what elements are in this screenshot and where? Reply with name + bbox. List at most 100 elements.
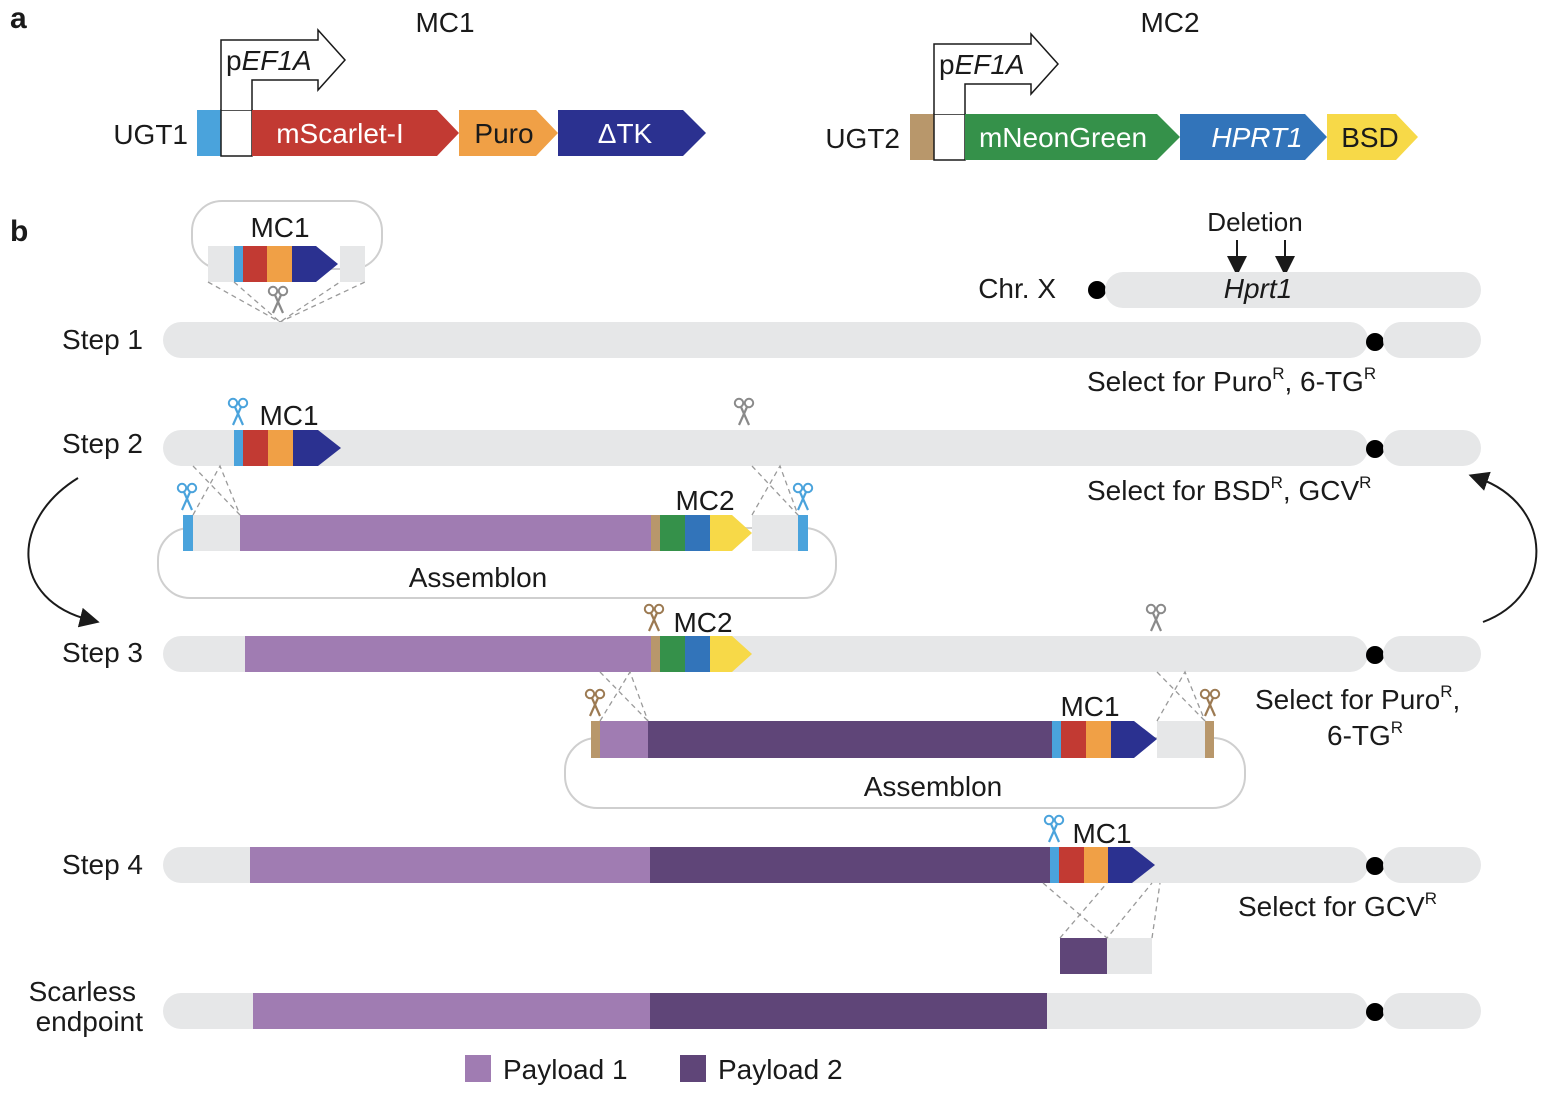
mc1-donor-plasmid: MC1 (191, 200, 383, 323)
assemblon2-right-homology (1157, 721, 1205, 758)
hprt1-gene-label: HPRT1 (1211, 122, 1302, 153)
endpoint-chromosome-short (1383, 993, 1481, 1029)
endpoint-payload1 (253, 993, 650, 1029)
step2-ugt1 (234, 430, 243, 466)
ugt1-block (197, 110, 221, 156)
step4-mc1-label: MC1 (1072, 818, 1131, 849)
step4-crossover-c (1151, 882, 1161, 939)
chromosome-x-diagram: Deletion Chr. X Hprt1 (978, 207, 1481, 308)
panel-b-label: b (10, 215, 28, 248)
assemblon2-right-scissors-icon (1199, 688, 1221, 718)
step1-centromere (1366, 333, 1384, 351)
mc1-promoter-arrow (220, 28, 347, 110)
bsd-gene (1327, 114, 1418, 160)
step3-centromere (1366, 646, 1384, 664)
endpoint-label-line2: endpoint (36, 1006, 144, 1037)
chrx-arm (1105, 272, 1481, 308)
step4-blue-scissors-icon (1043, 814, 1065, 844)
step4-crossover-b (1059, 882, 1108, 939)
step2-chromosome-arm (163, 430, 1368, 466)
step3-ugt2 (651, 636, 660, 672)
repair-template-payload2 (1060, 938, 1107, 974)
cycle-arrow-left (27, 477, 100, 628)
step2-selection: Select for BSDR, GCVR (1087, 473, 1371, 506)
assemblon-2: MC1 Assemblon (564, 670, 1246, 809)
assemblon2-left-scissors-icon (584, 688, 606, 718)
legend: Payload 1 Payload 2 (465, 1054, 843, 1085)
step4-puro (1084, 847, 1108, 883)
assemblon2-puro (1086, 721, 1111, 758)
assemblon1-left-homology (193, 515, 240, 551)
step1-label: Step 1 (62, 324, 143, 355)
assemblon1-ugt1-left (183, 515, 193, 551)
step4-payload1 (250, 847, 650, 883)
step2-mc1-label: MC1 (259, 400, 318, 431)
step2-label: Step 2 (62, 428, 143, 459)
step2-tk (293, 430, 341, 466)
assemblon1-right-homology (752, 515, 798, 551)
step3-crossover-right (1156, 670, 1206, 722)
assemblon1-ugt2 (651, 515, 660, 551)
puro-gene (459, 110, 558, 156)
step4-mscarlet (1059, 847, 1084, 883)
assemblon1-bsd (710, 515, 752, 551)
mc1-ugt1 (234, 246, 243, 282)
assemblon2-payload1-overlap (600, 721, 648, 758)
puro-label: Puro (474, 118, 533, 149)
chrx-label: Chr. X (978, 273, 1056, 304)
legend-payload2-label: Payload 2 (718, 1054, 843, 1085)
assemblon1-hprt1 (685, 515, 710, 551)
hprt1-gene (1180, 114, 1327, 160)
mc2-promoter-block (933, 113, 966, 161)
mc2-construct: MC2 UGT2 pEF1A mNeonGreen HPRT1 BSD (825, 7, 1418, 161)
step2-crossover-left-b (192, 465, 241, 516)
endpoint-payload2 (650, 993, 1047, 1029)
step3-payload1 (245, 636, 651, 672)
mc1-puro (267, 246, 292, 282)
assemblon1-label: Assemblon (409, 562, 548, 593)
assemblon2-mc1-label: MC1 (1060, 691, 1119, 722)
assemblon2-tk (1111, 721, 1157, 758)
legend-payload1-label: Payload 1 (503, 1054, 628, 1085)
cycle-arrow-right (1468, 471, 1538, 623)
step3-crossover-left (599, 670, 649, 722)
mc1-promoter-block (220, 109, 253, 157)
step3-mc2-label: MC2 (673, 607, 732, 638)
step3-brown-scissors-icon (643, 603, 665, 633)
step2-grey-scissors-icon (733, 397, 755, 427)
step3-crossover-left-b (599, 671, 649, 722)
assemblon1-left-scissors-icon (176, 482, 198, 512)
hprt1-locus-label: Hprt1 (1224, 273, 1292, 304)
step4-centromere (1366, 857, 1384, 875)
step4-selection: Select for GCVR (1238, 889, 1437, 922)
ugt2-block (910, 114, 934, 160)
step2-crossover-right (751, 464, 799, 516)
bsd-label: BSD (1341, 122, 1399, 153)
tk-label: ΔTK (598, 118, 653, 149)
deletion-label: Deletion (1207, 207, 1302, 237)
mc1-ugt-label: UGT1 (113, 119, 188, 150)
endpoint-label-line1: Scarless (29, 976, 136, 1007)
step3-crossover-right-b (1156, 671, 1206, 722)
assemblon1-ugt1-right (798, 515, 808, 551)
step2-puro (268, 430, 293, 466)
mc2-title: MC2 (1140, 7, 1199, 38)
step3-row: Step 3 MC2 Select for PuroR, 6-TGR (62, 603, 1481, 751)
assemblon2-ugt1 (1052, 721, 1061, 758)
step2-crossover-left (192, 464, 241, 516)
step3-selection-line2: 6-TGR (1327, 718, 1403, 751)
mc1-plasmid-label: MC1 (250, 212, 309, 243)
step1-scissors-icon (267, 285, 289, 315)
assemblon2-mscarlet (1061, 721, 1086, 758)
step2-crossover-right-b (751, 465, 799, 516)
step3-label: Step 3 (62, 637, 143, 668)
step2-chromosome-short (1383, 430, 1481, 466)
step1-chromosome-arm (163, 322, 1368, 358)
step4-ugt1 (1050, 847, 1059, 883)
mc1-tk (292, 246, 338, 282)
assemblon-1: MC2 Assemblon (157, 464, 837, 599)
assemblon2-ugt2-left (591, 721, 600, 758)
mc2-ugt-label: UGT2 (825, 123, 900, 154)
step3-grey-scissors-icon (1145, 603, 1167, 633)
